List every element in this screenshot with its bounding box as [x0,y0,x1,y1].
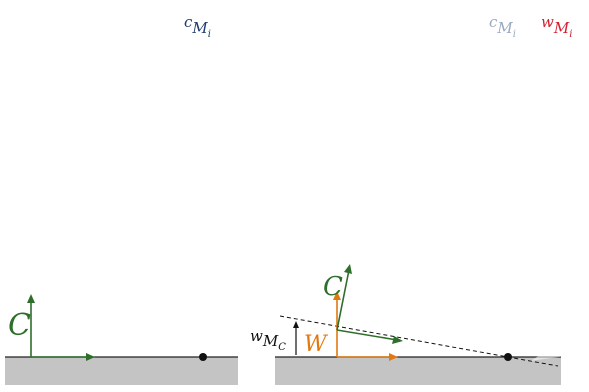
ground-left [5,357,238,385]
frame-w-label: W [304,332,329,357]
frame-c-left [27,294,95,361]
frame-c-right [336,264,403,344]
slope-line [279,315,559,367]
left-panel: C cMi [5,3,238,385]
contact-point-left [199,353,207,361]
head-label-left: cMi [184,13,211,40]
frame-c-label-left: C [8,308,31,343]
head-label-ghost: cMi [489,13,516,40]
head-label-red: wMi [541,13,572,40]
robot-red [410,4,589,371]
contact-point-right [504,353,512,361]
ground-right [275,357,561,385]
robot-left [88,3,223,354]
frame-c-label-right: C [323,272,343,302]
robot-ghost [393,3,528,354]
transform-arrow [293,321,299,355]
transform-label: wMC [250,327,286,353]
right-panel: W C wMC cMi wMi [250,3,589,385]
